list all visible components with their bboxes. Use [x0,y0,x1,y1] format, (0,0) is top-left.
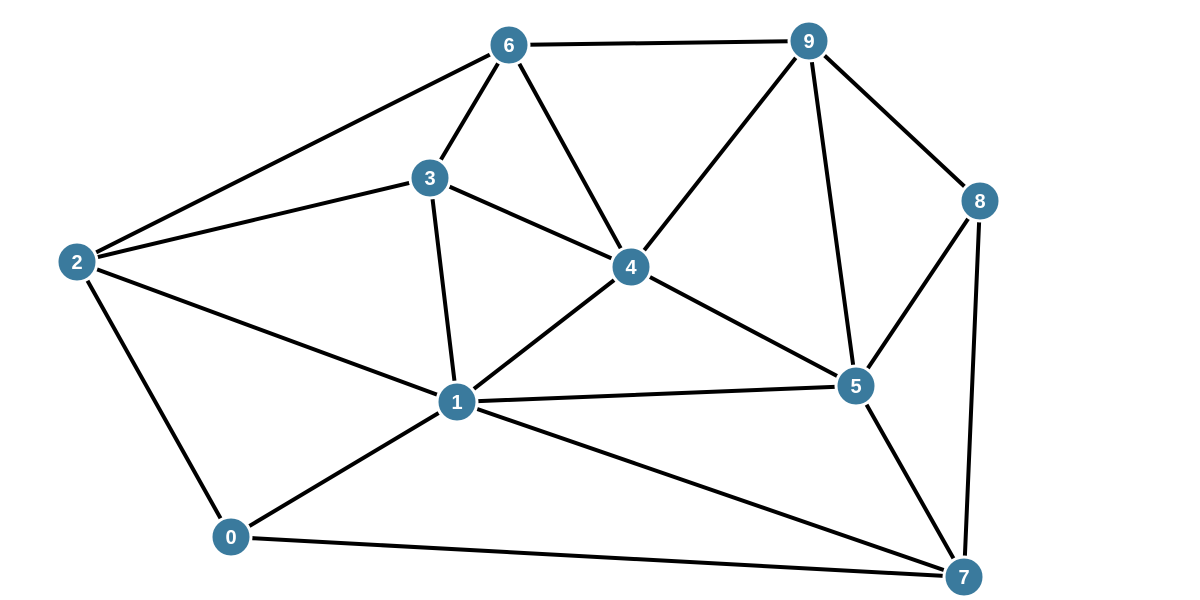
nodes-layer: 0 1 2 3 4 5 6 7 8 9 [55,19,1002,599]
node-circle-3 [408,156,452,200]
edge-3-4 [428,176,633,269]
node-circle-9 [787,19,831,63]
node-8: 8 [958,179,1002,223]
node-1: 1 [435,380,479,424]
node-label-3: 3 [424,168,435,190]
node-circle-8 [958,179,1002,223]
node-label-8: 8 [974,191,985,213]
node-9: 9 [787,19,831,63]
edge-3-6 [428,43,511,180]
node-2: 2 [55,240,99,284]
edge-1-4 [455,265,633,404]
node-7: 7 [942,555,986,599]
node-label-2: 2 [71,252,82,274]
node-circle-4 [609,245,653,289]
edge-1-5 [455,384,858,404]
edge-7-8 [962,199,982,579]
edge-1-7 [455,400,966,579]
node-5: 5 [834,364,878,408]
node-circle-0 [209,515,253,559]
node-label-4: 4 [625,257,637,279]
edge-0-1 [229,400,459,539]
edge-8-9 [807,39,982,203]
node-0: 0 [209,515,253,559]
node-4: 4 [609,245,653,289]
edge-1-3 [428,176,459,404]
node-circle-6 [487,23,531,67]
node-circle-1 [435,380,479,424]
edge-2-3 [75,176,432,264]
node-circle-7 [942,555,986,599]
node-label-5: 5 [850,376,861,398]
node-label-7: 7 [958,567,969,589]
node-label-6: 6 [503,35,514,57]
node-label-1: 1 [451,392,462,414]
edges-layer [75,39,982,579]
edge-1-2 [75,260,459,404]
node-6: 6 [487,23,531,67]
edge-6-9 [507,39,811,47]
edge-5-7 [854,384,966,579]
edge-2-6 [75,43,511,264]
edge-5-9 [807,39,858,388]
node-circle-2 [55,240,99,284]
node-circle-5 [834,364,878,408]
node-label-0: 0 [225,527,236,549]
edge-0-7 [229,535,966,579]
edge-0-2 [75,260,233,539]
edge-5-8 [854,199,982,388]
node-label-9: 9 [803,31,814,53]
edge-4-6 [507,43,633,269]
node-3: 3 [408,156,452,200]
edge-4-5 [629,265,858,388]
edge-4-9 [629,39,811,269]
